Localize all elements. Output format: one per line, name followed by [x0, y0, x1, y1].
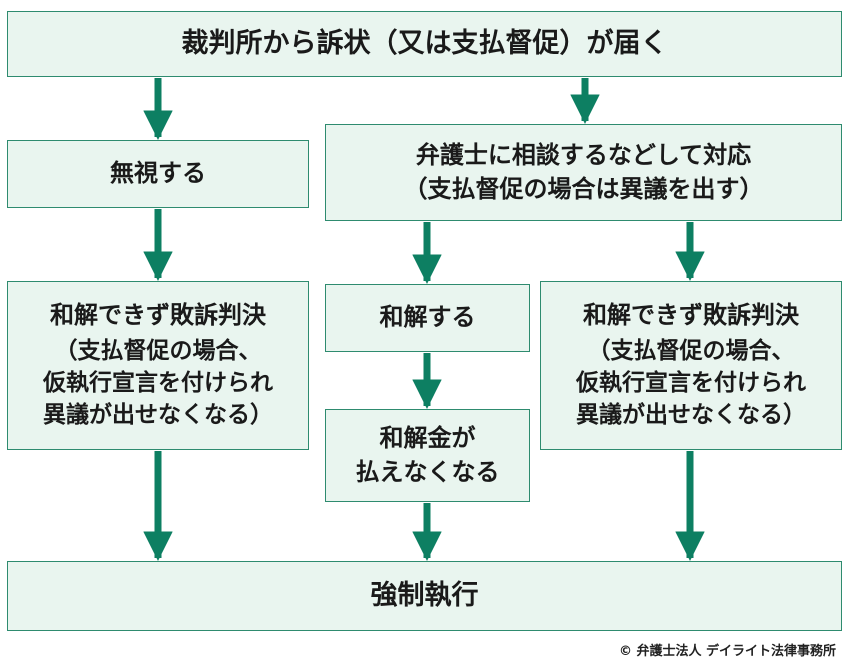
box-right-judgment-title: 和解できず敗訴判決	[583, 301, 799, 330]
box-cannot-pay-settlement: 和解金が 払えなくなる	[325, 409, 530, 502]
box-ignore: 無視する	[7, 140, 309, 208]
box-right-judgment-line2: 仮執行宣言を付けられ	[576, 370, 806, 397]
box-left-judgment: 和解できず敗訴判決 （支払督促の場合、 仮執行宣言を付けられ 異議が出せなくなる…	[7, 281, 309, 450]
box-consult-line1: 弁護士に相談するなどして対応	[415, 141, 752, 170]
box-enforcement-label: 強制執行	[370, 580, 479, 612]
box-lawsuit-received-label: 裁判所から訴状（又は支払督促）が届く	[181, 28, 668, 60]
box-ignore-label: 無視する	[110, 159, 206, 188]
box-consult-lawyer: 弁護士に相談するなどして対応 （支払督促の場合は異議を出す）	[325, 124, 842, 221]
box-left-judgment-title: 和解できず敗訴判決	[50, 301, 266, 330]
box-left-judgment-line1: （支払督促の場合、	[54, 338, 262, 365]
copyright-credit: © 弁護士法人 デイライト法律事務所	[618, 644, 836, 659]
box-left-judgment-line2: 仮執行宣言を付けられ	[43, 370, 273, 397]
box-settle-label: 和解する	[379, 303, 476, 332]
box-cannot-pay-line2: 払えなくなる	[355, 457, 500, 486]
box-consult-line2: （支払督促の場合は異議を出す）	[403, 174, 764, 203]
box-right-judgment: 和解できず敗訴判決 （支払督促の場合、 仮執行宣言を付けられ 異議が出せなくなる…	[540, 281, 842, 450]
box-cannot-pay-line1: 和解金が	[379, 424, 476, 453]
box-enforcement: 強制執行	[7, 561, 842, 631]
box-right-judgment-line1: （支払督促の場合、	[587, 338, 795, 365]
box-lawsuit-received: 裁判所から訴状（又は支払督促）が届く	[7, 11, 842, 77]
box-right-judgment-line3: 異議が出せなくなる）	[576, 401, 806, 428]
box-left-judgment-line3: 異議が出せなくなる）	[43, 401, 273, 428]
box-settle: 和解する	[325, 284, 530, 352]
